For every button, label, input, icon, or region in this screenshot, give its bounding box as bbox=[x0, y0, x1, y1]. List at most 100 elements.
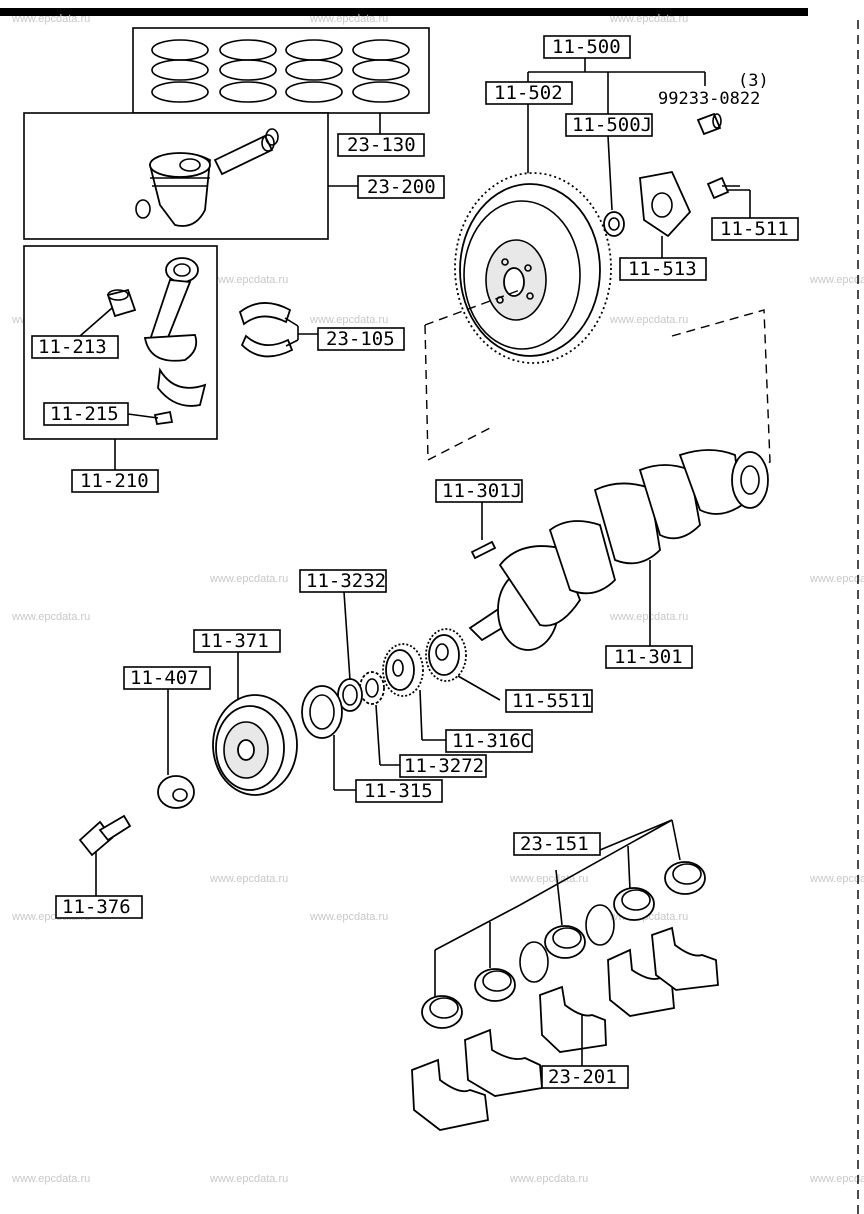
part-label-11-301: 11-301 bbox=[614, 646, 683, 668]
part-label-11-301j: 11-301J bbox=[442, 480, 522, 502]
main-bearing-shell bbox=[664, 861, 706, 895]
watermark: www.epcdata.ru bbox=[11, 1173, 90, 1185]
label-box bbox=[435, 479, 523, 503]
watermark: www.epcdata.ru bbox=[209, 274, 288, 286]
watermark: www.epcdata.ru bbox=[11, 611, 90, 623]
pulley-bolt bbox=[78, 814, 132, 857]
label-box bbox=[43, 402, 129, 426]
label-box bbox=[337, 133, 425, 157]
label-box bbox=[605, 645, 693, 669]
label-box bbox=[445, 729, 533, 753]
label-box bbox=[485, 81, 573, 105]
main-bearing-cap bbox=[539, 985, 607, 1053]
part-label-11-5511: 11-5511 bbox=[512, 690, 592, 712]
label-box bbox=[299, 569, 387, 593]
main-bearings-group: 23-151 bbox=[411, 819, 719, 1131]
piston-part bbox=[148, 152, 211, 227]
rod-bearing-lower bbox=[240, 334, 294, 358]
snap-ring bbox=[135, 199, 151, 219]
main-bearing-cap bbox=[651, 926, 719, 991]
watermark: www.epcdata.ru bbox=[209, 1173, 288, 1185]
snap-ring bbox=[265, 128, 279, 146]
watermark: www.epcdata.ru bbox=[809, 873, 864, 885]
crankshaft-key bbox=[470, 540, 497, 560]
piston-rings-group: 23-130 bbox=[132, 27, 430, 157]
oil-seal-plate bbox=[301, 685, 343, 739]
main-bearing-shell bbox=[613, 887, 655, 921]
crankshaft-group: 11-301J 11-301 bbox=[435, 449, 769, 669]
watermark: www.epcdata.ru bbox=[609, 13, 688, 25]
part-label-99233-0822: 99233-0822 bbox=[658, 89, 760, 109]
watermark: www.epcdata.ru bbox=[609, 314, 688, 326]
part-label-11-315: 11-315 bbox=[364, 780, 433, 802]
part-label-11-500: 11-500 bbox=[552, 36, 621, 58]
part-label-23-130: 23-130 bbox=[347, 134, 416, 156]
rod-nut bbox=[153, 410, 174, 426]
main-bearing-cap bbox=[464, 1028, 543, 1097]
watermark: www.epcdata.ru bbox=[309, 13, 388, 25]
part-label-11-3272: 11-3272 bbox=[404, 755, 484, 777]
watermark: www.epcdata.ru bbox=[809, 573, 864, 585]
main-bearing-shell bbox=[544, 925, 586, 959]
label-box bbox=[357, 175, 445, 199]
label-box bbox=[317, 327, 405, 351]
watermark: www.epcdata.ru bbox=[309, 314, 388, 326]
watermark: www.epcdata.ru bbox=[809, 1173, 864, 1185]
connecting-rod bbox=[143, 257, 207, 407]
front-end-group: 11-3232 11-5511 11-316C 11-3272 bbox=[55, 569, 593, 919]
pilot-bearing bbox=[603, 211, 625, 237]
dowel-pin bbox=[696, 112, 722, 136]
watermark: www.epcdata.ru bbox=[509, 873, 588, 885]
main-bearing-cap bbox=[411, 1058, 489, 1131]
crank-gear bbox=[425, 628, 467, 682]
part-label-11-371: 11-371 bbox=[200, 630, 269, 652]
main-bearing-cap bbox=[607, 948, 675, 1017]
flywheel-plate bbox=[639, 170, 692, 238]
part-label-11-3232: 11-3232 bbox=[306, 570, 386, 592]
part-label-11-316c: 11-316C bbox=[452, 730, 532, 752]
label-box bbox=[505, 689, 593, 713]
part-label-11-376: 11-376 bbox=[62, 896, 131, 918]
main-bearing-shell bbox=[421, 995, 463, 1029]
part-label-11-511: 11-511 bbox=[720, 218, 789, 240]
part-label-23-201: 23-201 bbox=[548, 1066, 617, 1088]
label-box bbox=[619, 257, 707, 281]
crankshaft bbox=[468, 449, 769, 651]
watermark: www.epcdata.ru bbox=[209, 873, 288, 885]
watermark: www.epcdata.ru bbox=[209, 573, 288, 585]
label-box bbox=[513, 832, 601, 856]
label-box bbox=[55, 895, 143, 919]
part-label-11-215: 11-215 bbox=[50, 403, 119, 425]
label-box bbox=[31, 335, 119, 359]
quantity-note: (3) bbox=[738, 71, 769, 91]
part-label-11-407: 11-407 bbox=[130, 667, 199, 689]
part-label-23-105: 23-105 bbox=[326, 328, 395, 350]
watermark: www.epcdata.ru bbox=[11, 13, 90, 25]
connecting-rod-group: 11-213 11-215 11-210 bbox=[23, 245, 218, 493]
rod-bearings-group: 23-105 bbox=[238, 302, 405, 358]
thrust-washer bbox=[519, 904, 615, 983]
part-label-11-210: 11-210 bbox=[80, 470, 149, 492]
label-box bbox=[123, 666, 211, 690]
rod-bushing bbox=[106, 288, 137, 318]
watermark: www.epcdata.ru bbox=[509, 1173, 588, 1185]
main-bearing-shell bbox=[474, 968, 516, 1002]
watermark: www.epcdata.ru bbox=[609, 611, 688, 623]
crank-pulley bbox=[212, 694, 298, 796]
piston-rings-box bbox=[132, 27, 430, 114]
rod-bearing-upper bbox=[238, 302, 292, 326]
flywheel-bolt bbox=[706, 176, 740, 200]
pulley-washer bbox=[157, 775, 195, 809]
label-box bbox=[543, 35, 631, 59]
label-box bbox=[565, 113, 653, 137]
piston-group: 23-200 bbox=[23, 112, 445, 240]
part-label-23-200: 23-200 bbox=[367, 176, 436, 198]
part-label-11-213: 11-213 bbox=[38, 336, 107, 358]
label-box bbox=[193, 629, 281, 653]
label-box bbox=[541, 1065, 629, 1089]
label-box bbox=[711, 217, 799, 241]
part-label-11-502: 11-502 bbox=[494, 82, 563, 104]
label-box bbox=[355, 779, 443, 803]
